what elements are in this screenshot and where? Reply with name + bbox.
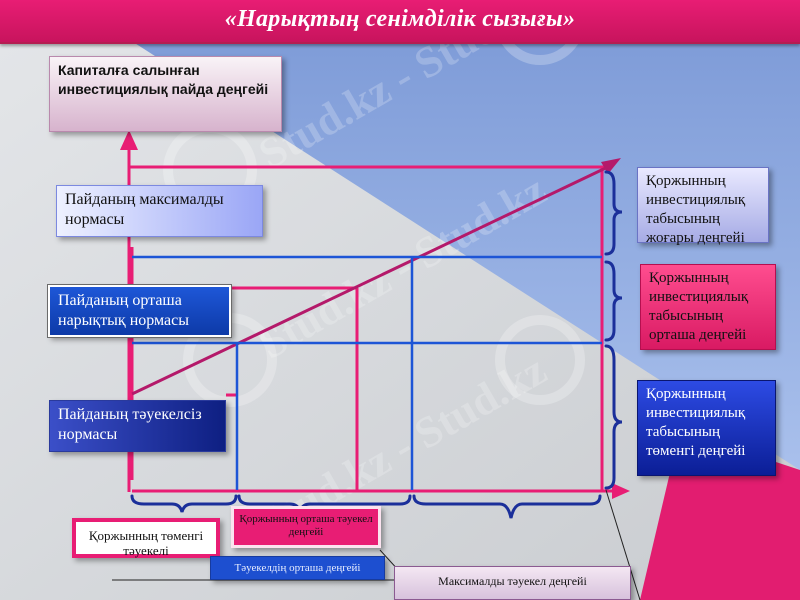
leader-line-right — [605, 489, 641, 600]
slide-title: «Нарықтың сенімділік сызығы» — [224, 6, 576, 32]
riskfree-rate-label: Пайданың тәуекелсіз нормасы — [49, 400, 226, 452]
bracket-max-risk — [412, 494, 602, 519]
bracket-high — [604, 170, 623, 256]
avg-return-label: Қоржынның инвестициялық табысының орташа… — [640, 264, 776, 350]
y-axis-arrowhead — [120, 130, 138, 150]
max-rate-label: Пайданың максималды нормасы — [56, 185, 263, 237]
low-return-label: Қоржынның инвестициялық табысының төменг… — [637, 380, 776, 476]
brackets — [130, 170, 623, 519]
y-axis-label-box: Капиталға салынған инвестициялық пайда д… — [49, 56, 282, 132]
low-risk-label: Қоржынның төменгі тәуекелі — [72, 518, 220, 558]
bracket-low — [604, 344, 623, 490]
avg-rate-label: Пайданың орташа нарықтық нормасы — [47, 284, 232, 338]
blue-lines — [132, 255, 602, 490]
high-return-label: Қоржынның инвестициялық табысының жоғары… — [637, 167, 769, 246]
title-bar: «Нарықтың сенімділік сызығы» — [0, 0, 800, 44]
x-axis-arrowhead — [612, 483, 630, 499]
avg-risk-label: Қоржынның орташа тәуекел деңгейі — [231, 506, 381, 548]
bracket-avg — [604, 260, 623, 342]
market-line — [131, 163, 613, 396]
max-risk-label: Максималды тәуекел деңгейі — [394, 566, 631, 600]
bracket-low-risk — [130, 494, 238, 513]
avg-risk-level-label: Тәуекелдің орташа деңгейі — [210, 556, 385, 580]
